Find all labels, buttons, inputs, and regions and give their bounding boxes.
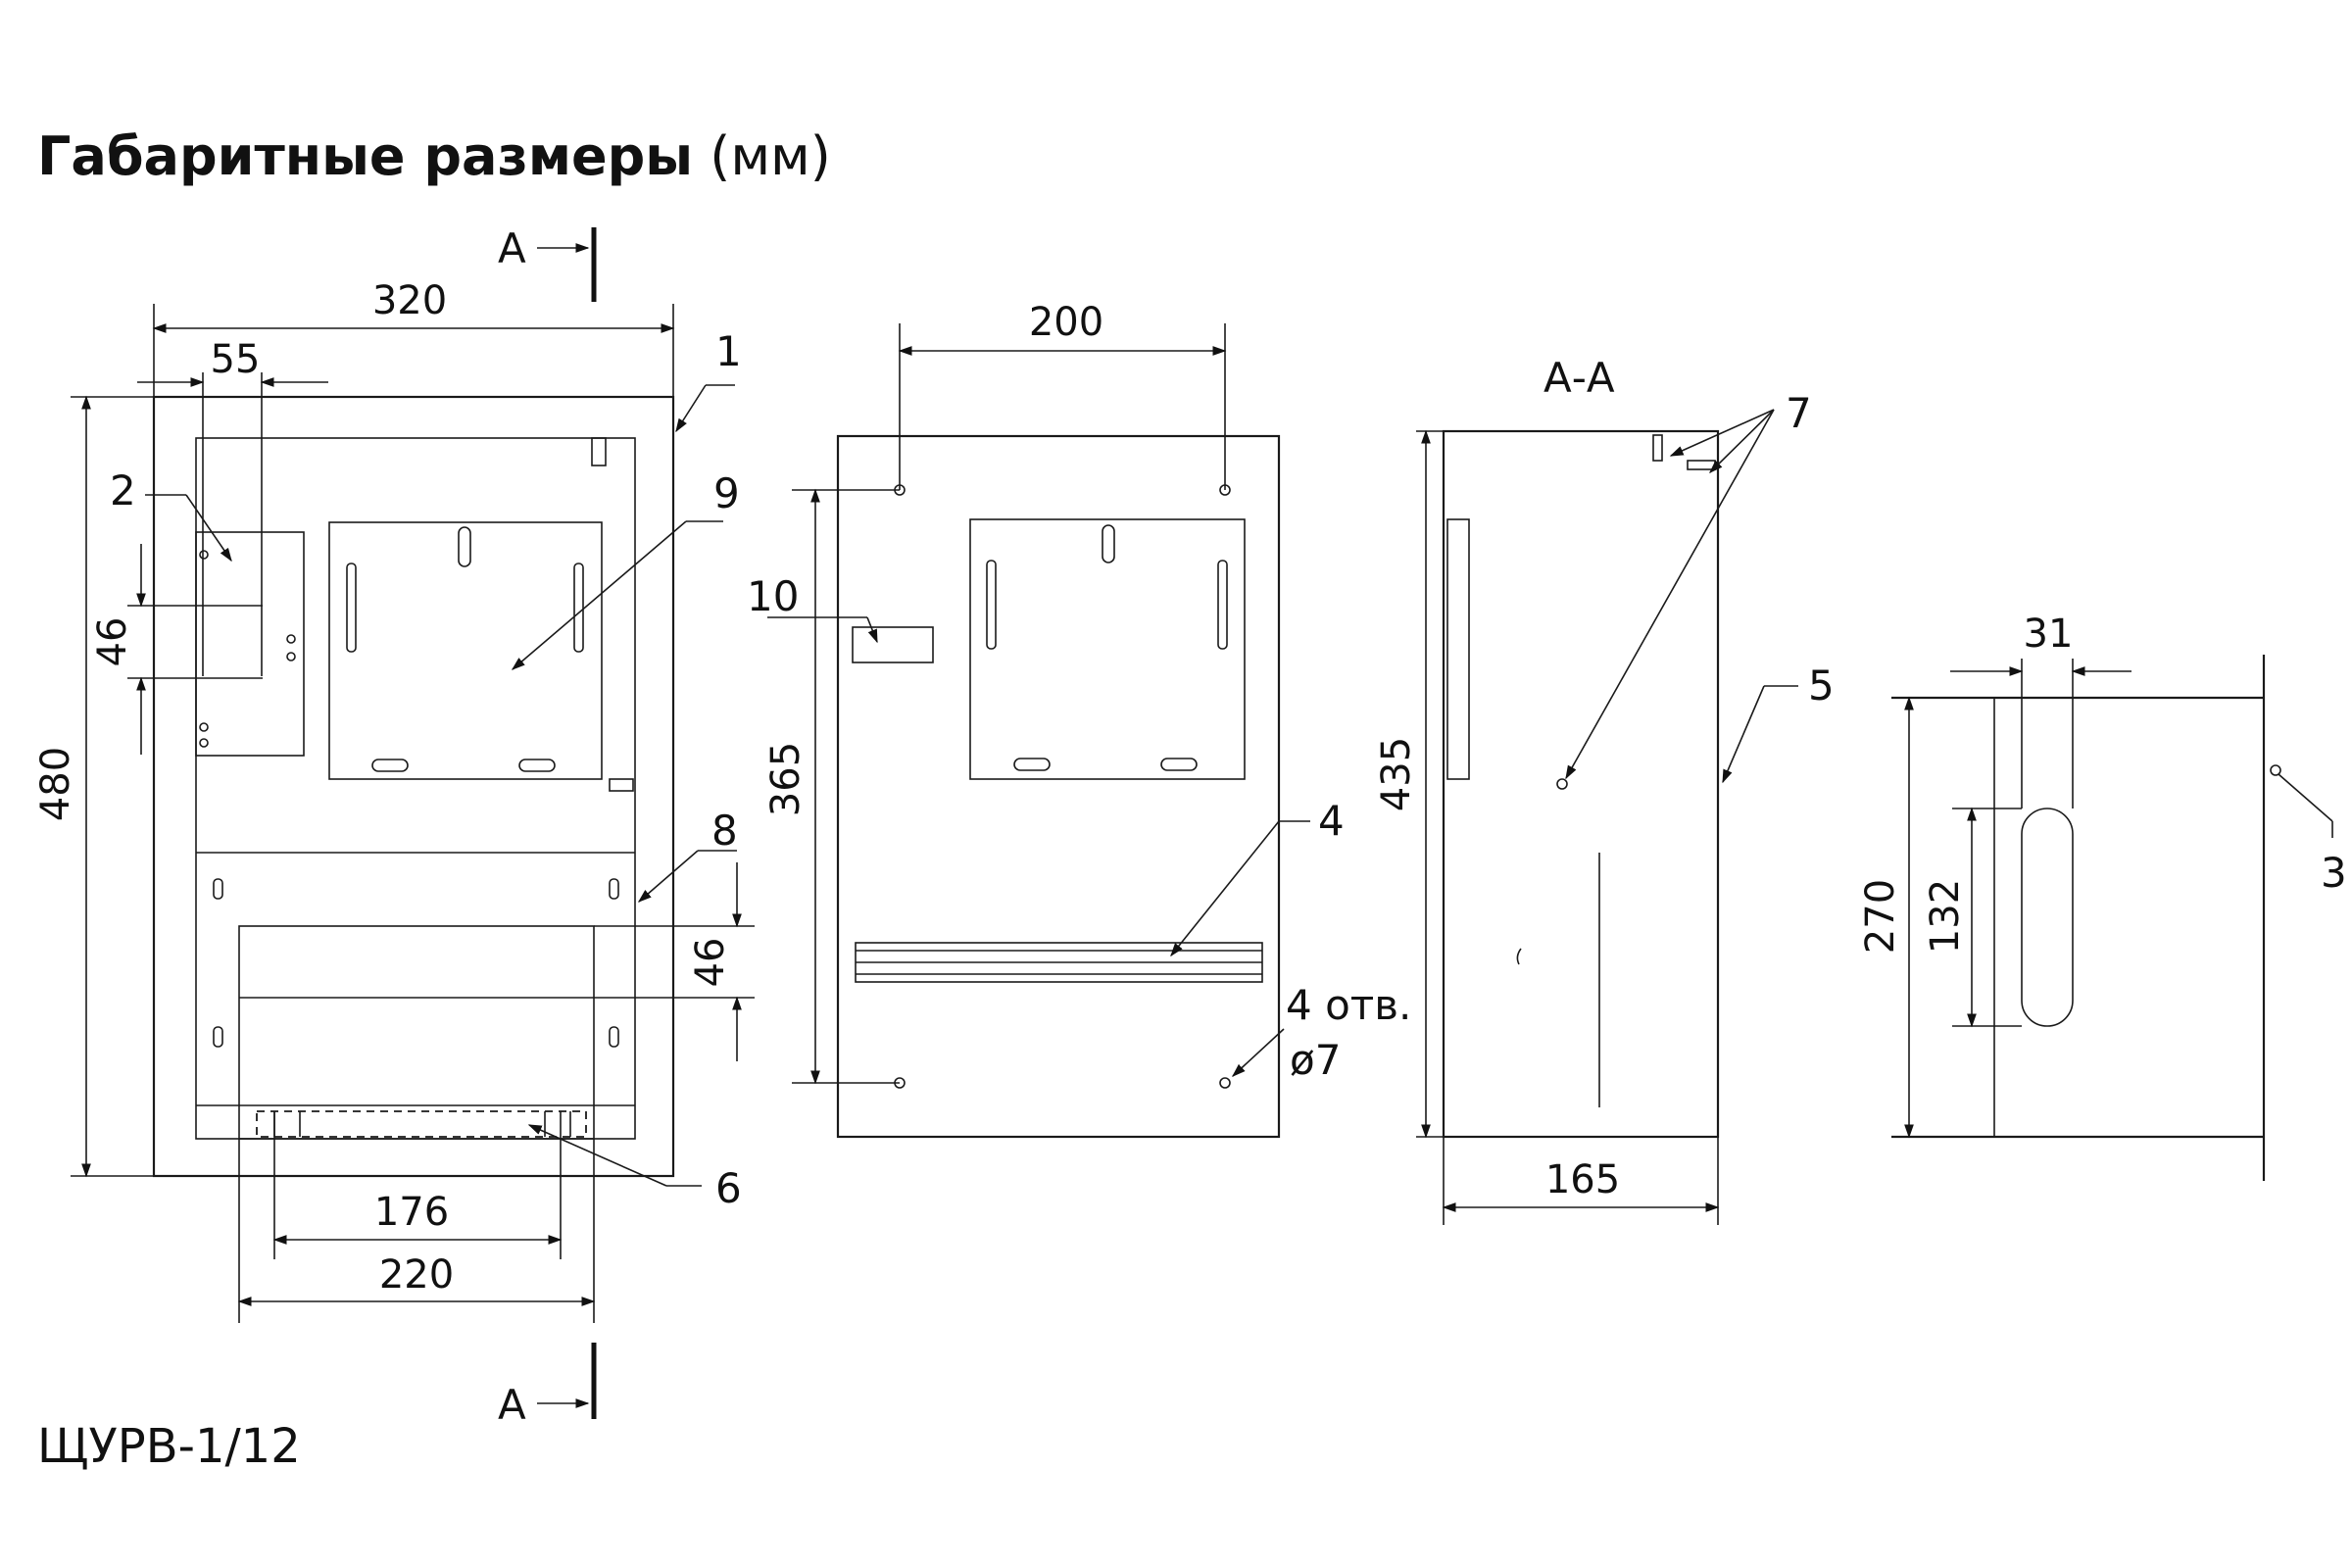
meter-plate [328,521,603,780]
slot-detail: 31 132 270 3 [1858,612,2347,1181]
callout-10: 10 [747,572,799,620]
callout-3: 3 [2321,849,2347,897]
side-body-outline [1442,429,1720,1139]
callout-5: 5 [1808,662,1835,710]
callout-8: 8 [711,807,738,855]
back-meter-plate [969,518,1246,780]
dim-front-height: 480 [33,747,78,821]
section-view: А-А 7 5 435 165 [1374,354,1835,1225]
dim-inner-220: 220 [379,1252,454,1298]
model-name: ЩУРВ-1/12 [37,1419,301,1474]
slot-shape [2021,808,2074,1027]
terminal-block [852,626,934,663]
side-module [195,531,305,757]
section-mark-top-label: А [498,224,526,272]
page-title: Габаритные размеры (мм) [37,125,831,187]
callout-9: 9 [713,469,740,517]
callout-1: 1 [715,327,742,375]
din-cover [238,925,595,1140]
dim-side-depth: 165 [1545,1157,1620,1202]
callout-4: 4 [1318,797,1345,845]
mount-hole [1219,1077,1231,1089]
section-mark-bottom: А [498,1343,597,1429]
callout-2: 2 [110,466,136,514]
side-panel-plate [1446,518,1470,780]
dim-hole-spacing-x: 200 [1029,300,1103,345]
dim-hole-spacing-y: 365 [763,742,808,816]
callout-7: 7 [1786,389,1812,437]
dim-slot-width: 31 [2024,612,2074,657]
dim-slot-length: 132 [1923,879,1968,954]
zero-bus [256,1110,587,1138]
dim-module-height: 46 [90,617,135,667]
holes-count: 4 отв. [1286,981,1411,1029]
section-mark-bottom-label: А [498,1381,526,1429]
dim-front-width: 320 [372,278,447,323]
front-latch [591,437,607,466]
front-view: А [33,224,755,1429]
front-body-outline [152,395,675,1178]
title-main: Габаритные размеры [37,125,694,187]
title-unit: (мм) [710,125,831,187]
callout-6: 6 [715,1164,742,1212]
back-view: 200 365 10 4 4 отв. ø7 [747,300,1411,1139]
section-mark-top: А [498,224,597,302]
dim-inner-176: 176 [374,1190,449,1235]
dim-side-height: 435 [1374,737,1419,811]
holes-diameter: ø7 [1290,1036,1341,1084]
dim-lower-gap: 46 [688,938,733,988]
section-view-label: А-А [1544,354,1615,402]
dim-front-offset: 55 [211,337,261,382]
dim-slot-height: 270 [1858,879,1903,954]
back-body-outline [836,434,1281,1139]
